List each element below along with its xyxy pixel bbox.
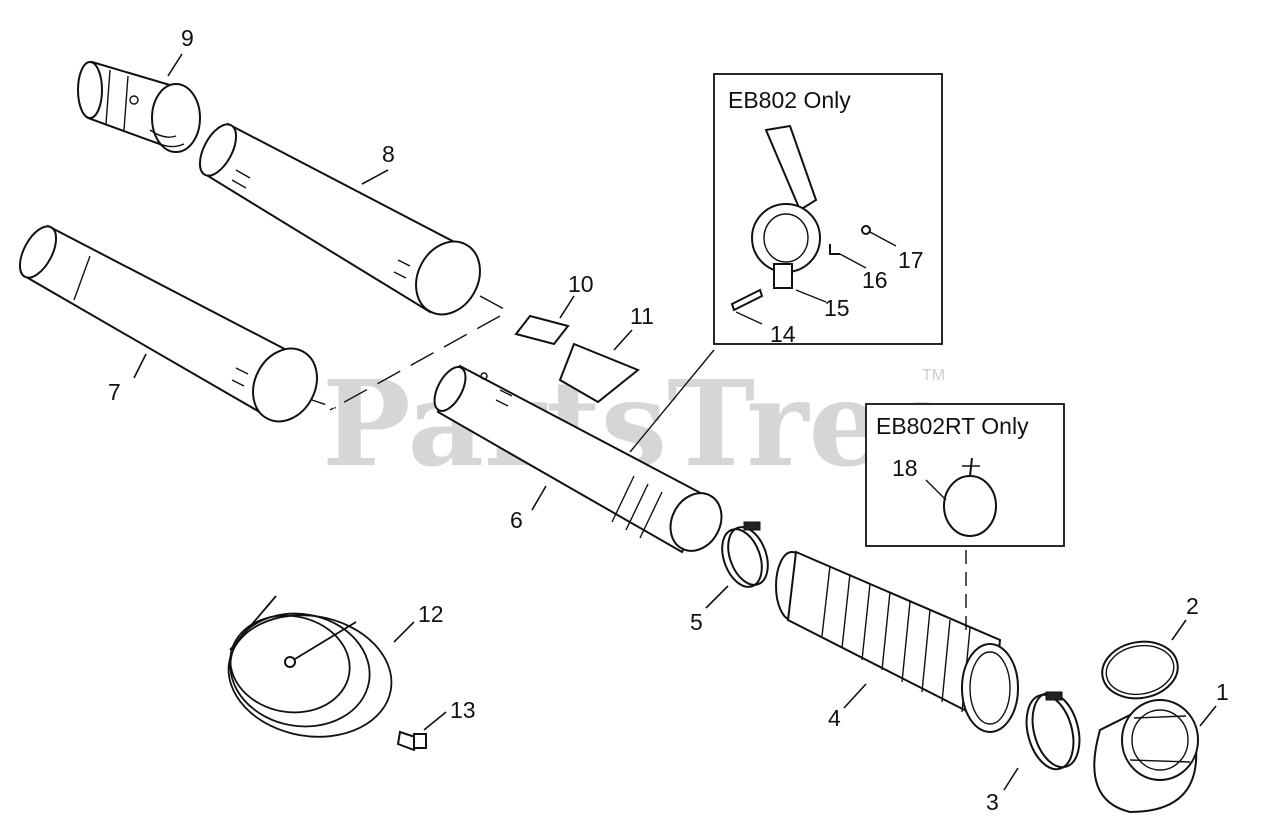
eb802-box-title: EB802 Only <box>728 87 851 113</box>
part-2-ring-gasket[interactable] <box>1098 636 1183 704</box>
callout-18: 18 <box>892 455 918 481</box>
part-8-upper-pipe[interactable] <box>192 119 492 326</box>
callout-3: 3 <box>986 789 999 815</box>
eb802rt-box-title: EB802RT Only <box>876 413 1029 439</box>
callout-15: 15 <box>824 295 850 321</box>
callout-14: 14 <box>770 321 796 347</box>
callout-1: 1 <box>1216 679 1229 705</box>
callout-11: 11 <box>630 303 654 329</box>
part-13-bolt[interactable] <box>396 730 427 752</box>
callout-17: 17 <box>898 247 924 273</box>
watermark-tm: TM <box>922 367 945 384</box>
callout-10: 10 <box>568 271 594 297</box>
callout-4: 4 <box>828 705 841 731</box>
callout-labels: 9 8 7 10 11 6 5 4 3 2 1 12 13 14 15 16 1… <box>108 25 1229 815</box>
eb802-connector-line <box>629 349 715 453</box>
part-5-hose-clamp[interactable] <box>715 521 775 593</box>
part-17-nut[interactable] <box>861 225 871 235</box>
part-1-elbow[interactable] <box>1093 698 1199 814</box>
part-15-clamp-lever[interactable] <box>751 124 821 289</box>
eb802-only-box: EB802 Only <box>713 73 943 345</box>
leader-lines <box>133 53 1217 791</box>
part-16-pin[interactable] <box>829 244 840 255</box>
callout-7: 7 <box>108 379 121 405</box>
part-10-label[interactable] <box>514 314 570 346</box>
callout-2: 2 <box>1186 593 1199 619</box>
assembly-guide-lines <box>311 295 967 630</box>
part-14-screw[interactable] <box>730 288 764 312</box>
part-7-lower-pipe[interactable] <box>12 221 329 433</box>
callout-12: 12 <box>418 601 444 627</box>
callout-8: 8 <box>382 141 395 167</box>
eb802rt-only-box: EB802RT Only <box>865 403 1065 547</box>
callout-16: 16 <box>862 267 888 293</box>
part-12-coil[interactable] <box>219 595 401 749</box>
part-6-main-pipe[interactable] <box>428 362 731 560</box>
callout-6: 6 <box>510 507 523 533</box>
part-3-hose-clamp[interactable] <box>1019 688 1087 775</box>
part-18-ring-clip[interactable] <box>943 457 997 537</box>
part-4-flex-hose[interactable] <box>775 550 1019 733</box>
callout-9: 9 <box>181 25 194 51</box>
part-9-nozzle-tip[interactable] <box>77 60 201 153</box>
callout-13: 13 <box>450 697 476 723</box>
callout-5: 5 <box>690 609 703 635</box>
part-11-cover-plate[interactable] <box>558 342 640 404</box>
